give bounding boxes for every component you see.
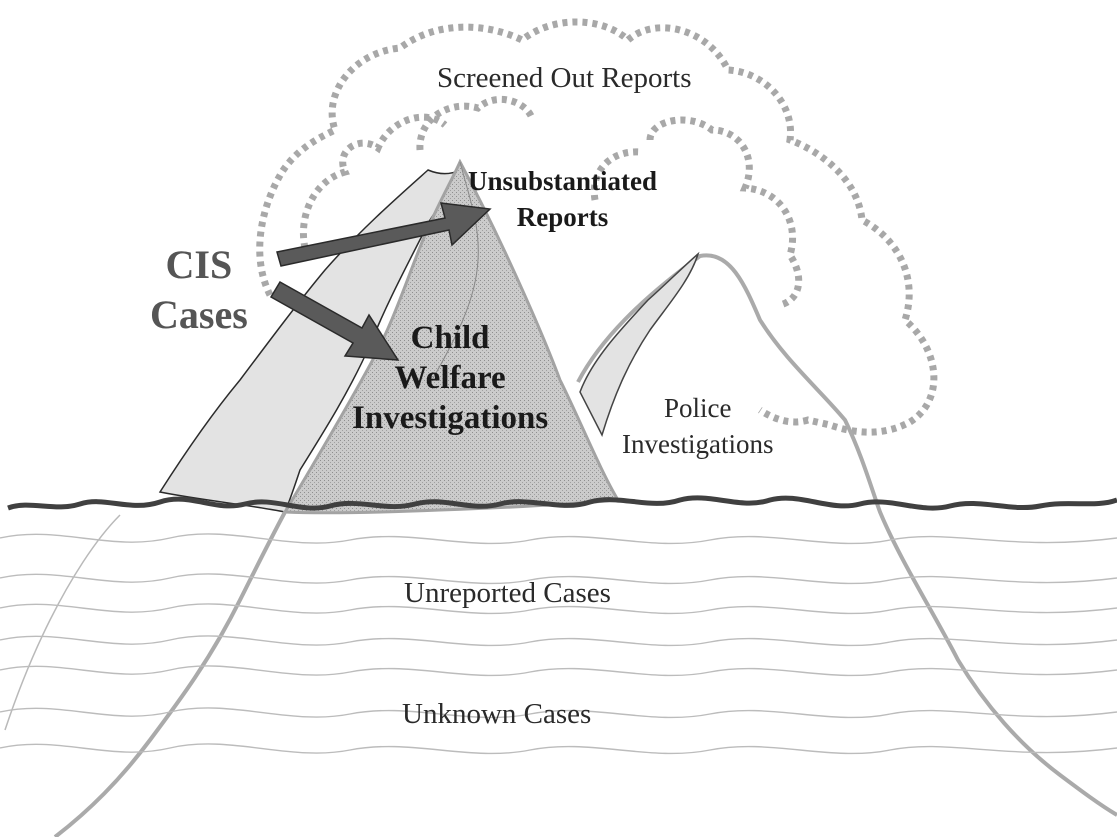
inner-cloud-left [299,113,448,249]
inner-cloud-right [646,116,803,309]
police-sliver [579,251,700,437]
center-jagged-edge [431,161,479,381]
cis-line-2: Cases [150,292,248,337]
unreported-cases-label: Unreported Cases [404,577,611,609]
waterline [7,495,1117,511]
left-thin-outline [4,514,121,731]
arrow-to-child-welfare [269,280,400,361]
unsubstantiated-line-2: Reports [516,202,609,232]
police-iceberg-outline [576,253,1117,817]
inner-cloud-top [416,95,536,151]
police-line-1: Police [663,393,732,423]
unsubstantiated-line-1: Unsubstantiated [468,166,658,196]
cis-line-1: CIS [165,242,233,287]
screened-out-cloud [256,18,938,436]
police-line-2: Investigations [622,429,774,459]
left-underwater-outline [53,511,287,837]
police-investigations-label: Police Investigations [622,390,773,462]
arrow-to-unsubstantiated [276,202,492,267]
child-welfare-line-1: Child [410,320,490,356]
cis-cases-label: CIS Cases [150,240,248,340]
screened-out-reports-label: Screened Out Reports [437,62,692,94]
unsubstantiated-reports-label: Unsubstantiated Reports [468,163,657,235]
child-welfare-line-2: Welfare [394,360,506,396]
child-welfare-investigations-label: Child Welfare Investigations [352,318,548,438]
water-lines [0,533,1117,755]
child-welfare-line-3: Investigations [352,400,549,436]
unknown-cases-label: Unknown Cases [402,698,592,730]
